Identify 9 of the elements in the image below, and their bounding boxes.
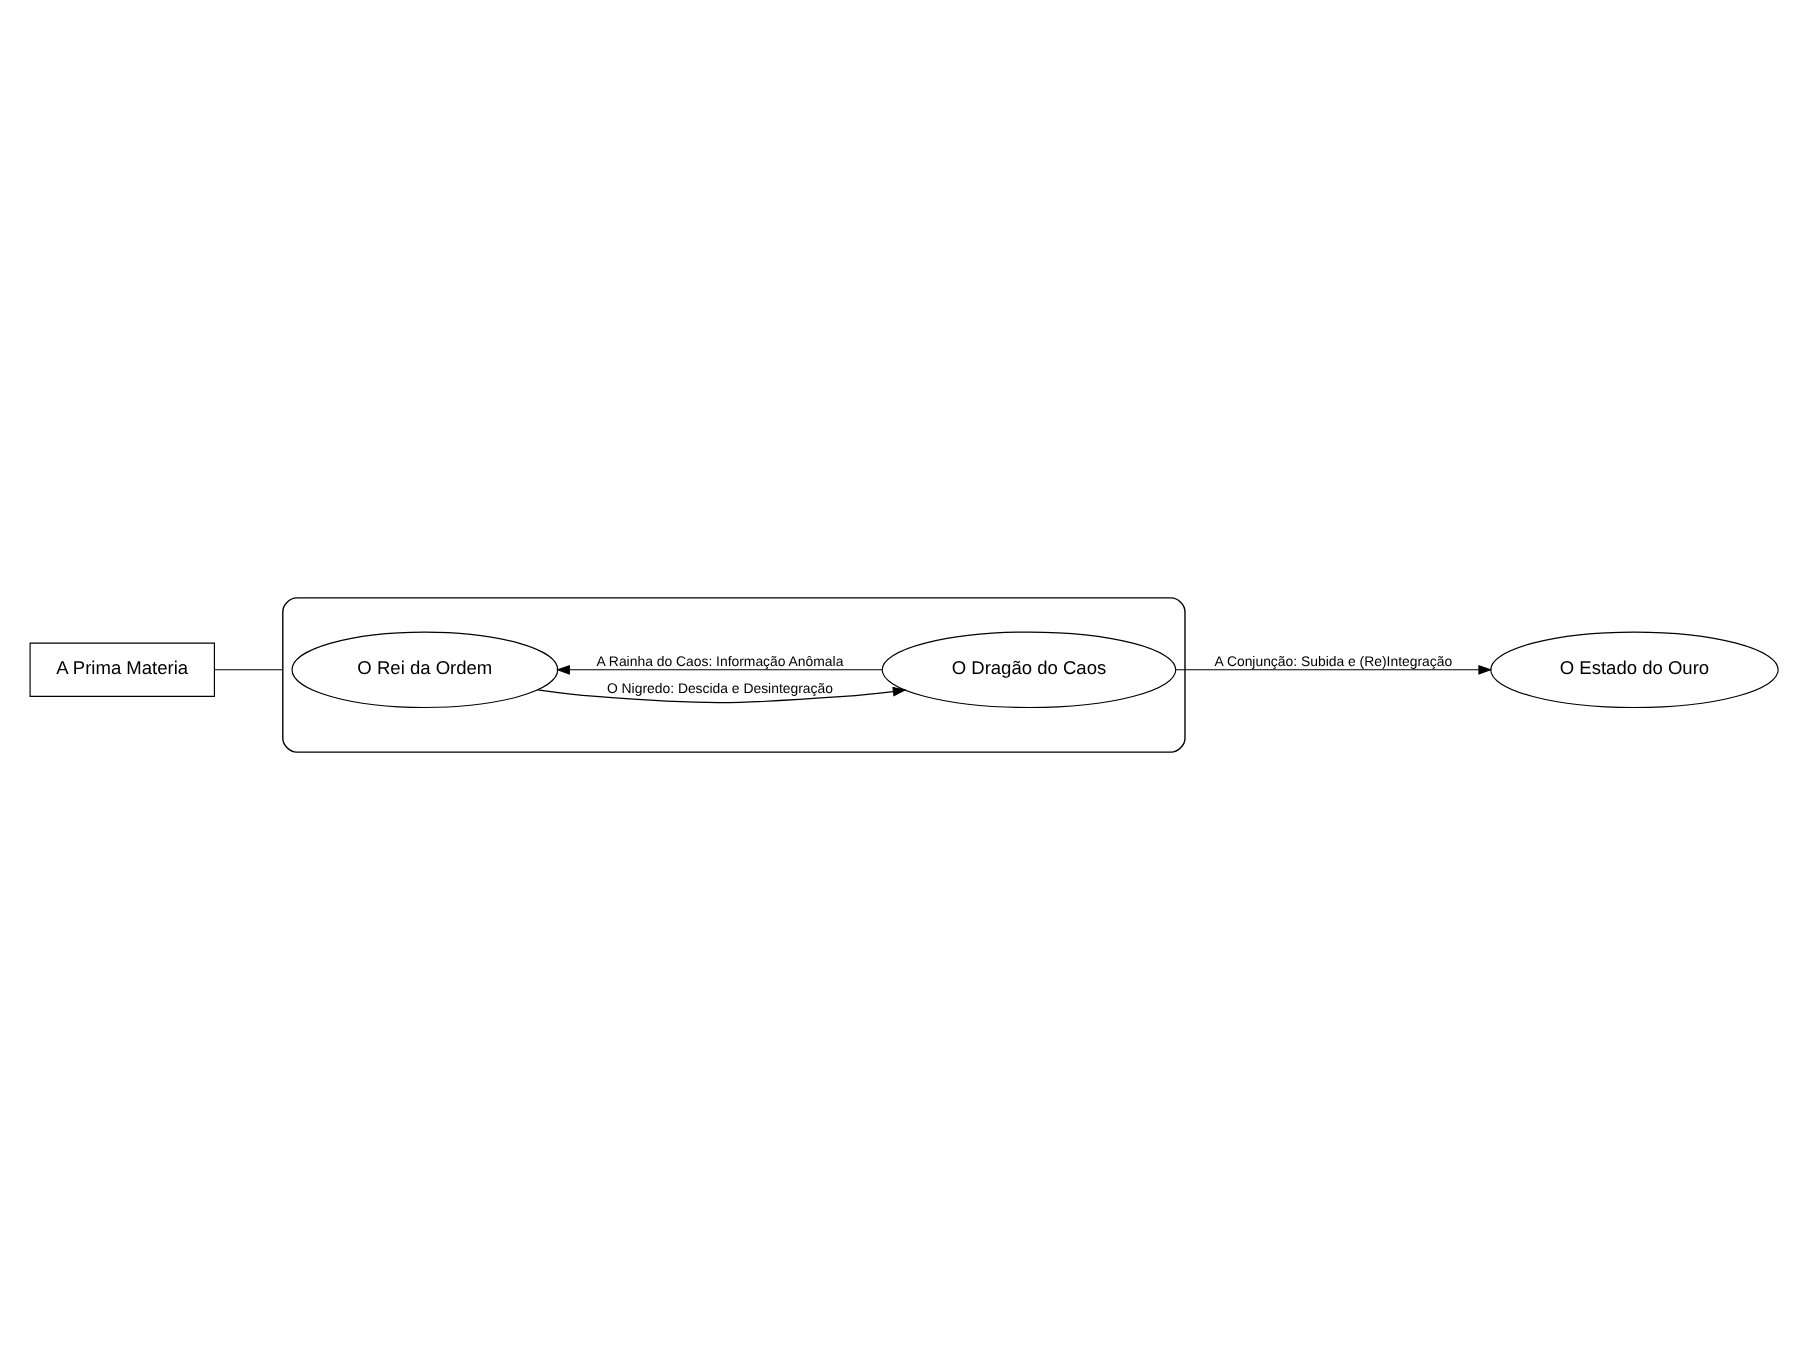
node-ellipse: O Dragão do Caos [881,631,1177,709]
arrow [537,686,907,704]
arrow [555,664,883,675]
node-box: A Prima Materia [29,642,215,698]
cluster [282,597,1186,753]
arrow [1175,664,1493,675]
node-ellipse: O Rei da Ordem [291,631,559,709]
node-ellipse: O Estado do Ouro [1490,631,1779,709]
connector [214,669,284,671]
